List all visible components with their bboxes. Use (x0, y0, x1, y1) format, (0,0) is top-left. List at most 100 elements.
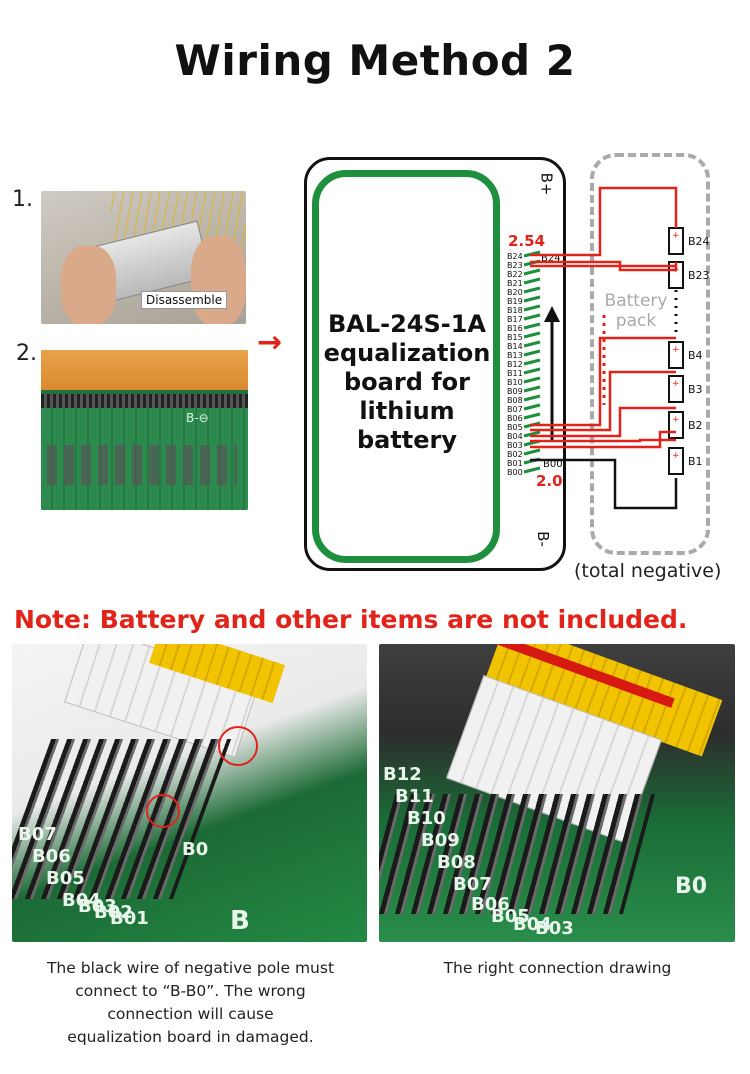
left-caption: The black wire of negative pole must con… (18, 957, 363, 1049)
wire-b1 (530, 430, 676, 449)
pin-mark (523, 394, 541, 402)
pin-label: B18 (507, 306, 523, 315)
pin-mark (523, 403, 541, 411)
pin-label: B03 (507, 441, 523, 450)
pcb-mark: B12 (383, 764, 422, 785)
pin-label: B07 (507, 405, 523, 414)
left-caption-line2: connect to “B-B0”. The wrong (75, 982, 306, 1000)
cell-plus-icon: + (672, 451, 680, 461)
pcb-mark: B07 (18, 824, 57, 845)
pin-mark (523, 277, 541, 285)
pin-label: B19 (507, 297, 523, 306)
pin-mark (523, 430, 541, 438)
pcb-mark: B04 (62, 890, 101, 911)
pin-mark (523, 412, 541, 420)
battery-cell-label: B4 (688, 349, 703, 362)
step-1-number: 1. (12, 187, 33, 212)
orange-cable (41, 350, 248, 390)
pin-mark (523, 313, 541, 321)
b24-wire-label: B24 (541, 253, 561, 264)
pin-mark (523, 358, 541, 366)
wrong-connection-photo: B07 B06 B05 B04 B03 B02 B01 B0 B (12, 644, 367, 942)
battery-pack-outline (590, 153, 710, 555)
wire-b4 (530, 336, 676, 427)
pin-mark (523, 466, 541, 474)
disassemble-label: Disassemble (141, 291, 228, 309)
pin-label: B10 (507, 378, 523, 387)
pcb-mark: B09 (421, 830, 460, 851)
pcb-mark: B07 (453, 874, 492, 895)
pcb-mark: B10 (407, 808, 446, 829)
pcb-mark: B04 (513, 914, 552, 935)
bottom-pitch-label: 2.0 (536, 472, 563, 490)
pcb-mark: B05 (491, 906, 530, 927)
pin-label: B06 (507, 414, 523, 423)
pin-label: B02 (507, 450, 523, 459)
pin-label: B13 (507, 351, 523, 360)
battery-cell (668, 447, 684, 475)
battery-cell (668, 375, 684, 403)
pin-label: B24 (507, 252, 523, 261)
battery-cell (668, 341, 684, 369)
wire-b00-negative (530, 458, 678, 510)
pin-label: B16 (507, 324, 523, 333)
pin-mark (523, 367, 541, 375)
pcb-mark: B (230, 906, 250, 936)
pin-label: B09 (507, 387, 523, 396)
pcb-mark: B08 (437, 852, 476, 873)
pin-label-group: B24B23B22B21B20B19B18B17B16B15B14B13B12B… (507, 252, 523, 477)
pin-mark (523, 340, 541, 348)
pin-label: B17 (507, 315, 523, 324)
board-name: BAL-24S-1A equalization board for lithiu… (322, 310, 492, 455)
pin-label: B11 (507, 369, 523, 378)
pin-label: B20 (507, 288, 523, 297)
wire-b23 (530, 260, 678, 272)
pin-header (41, 394, 248, 408)
pcb-mark: B06 (32, 846, 71, 867)
note-text: Note: Battery and other items are not in… (14, 605, 688, 634)
right-caption: The right connection drawing (443, 959, 672, 977)
battery-cell-label: B24 (688, 235, 710, 248)
right-hand (191, 236, 246, 324)
red-circle-pin (146, 794, 180, 828)
pin-label: B00 (507, 468, 523, 477)
battery-cell-label: B23 (688, 269, 710, 282)
pcb-mark: B02 (94, 902, 133, 923)
pcb-mark: B05 (46, 868, 85, 889)
header-pins-left (12, 739, 232, 899)
board-name-line5: battery (356, 426, 458, 454)
battery-cell-label: B1 (688, 455, 703, 468)
total-negative-label: (total negative) (574, 560, 722, 582)
board-mark: B-⊖ (186, 411, 209, 425)
right-arrow-icon: → (257, 325, 283, 360)
pin-label: B08 (507, 396, 523, 405)
pin-mark (523, 376, 541, 384)
red-circle-wire (218, 726, 258, 766)
pcb-mark: B0 (675, 874, 708, 899)
pin-mark (523, 322, 541, 330)
cell-plus-icon: + (672, 415, 680, 425)
cell-plus-icon: + (672, 379, 680, 389)
wire-b3 (530, 370, 676, 432)
step-2-number: 2. (16, 341, 37, 366)
pcb-mark: B06 (471, 894, 510, 915)
pin-label: B04 (507, 432, 523, 441)
pin-label: B01 (507, 459, 523, 468)
pin-label: B23 (507, 261, 523, 270)
wire-b24 (530, 186, 678, 257)
green-board-photo: B-⊖ (41, 350, 248, 510)
wire-b2-a (530, 406, 676, 438)
pin-mark (523, 286, 541, 294)
board-inner-outline (312, 170, 500, 563)
pcb-mark: B0 (182, 839, 209, 860)
cell-group: +B24+B23+B4+B3+B2+B1 (668, 227, 710, 475)
top-pitch-label: 2.54 (508, 232, 546, 250)
pin-label: B05 (507, 423, 523, 432)
battery-cell-label: B2 (688, 419, 703, 432)
pin-label: B14 (507, 342, 523, 351)
left-hand (61, 246, 116, 324)
page-title: Wiring Method 2 (174, 36, 576, 85)
left-caption-line3: connection will cause (107, 1005, 274, 1023)
pcb-mark: B03 (78, 896, 117, 917)
